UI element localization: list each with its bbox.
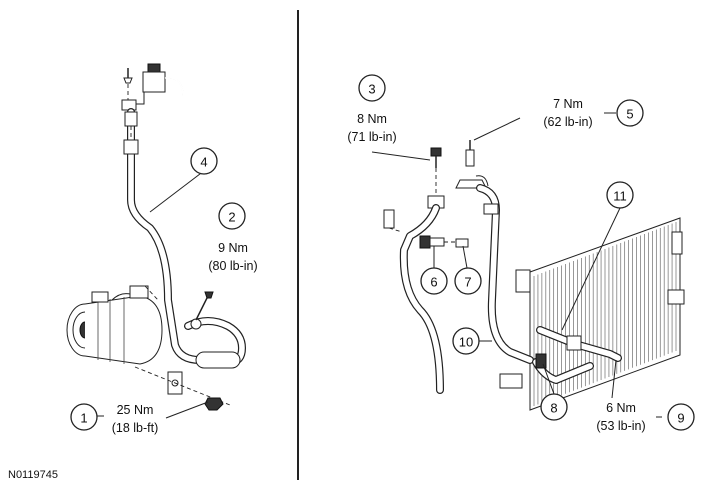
callout-2-circle bbox=[218, 202, 246, 230]
torque-9-imperial: (53 lb-in) bbox=[596, 419, 645, 433]
callout-4-circle bbox=[190, 147, 218, 175]
callout-6-circle bbox=[420, 267, 448, 295]
callout-4-number: 4 bbox=[200, 155, 207, 170]
fitting-8 bbox=[532, 353, 594, 384]
callout-11: 11 bbox=[606, 181, 634, 209]
callout-2-number: 2 bbox=[228, 210, 235, 225]
torque-2-metric: 9 Nm bbox=[218, 241, 248, 255]
torque-2-imperial: (80 lb-in) bbox=[208, 259, 257, 273]
hose-4 bbox=[123, 108, 204, 364]
compressor bbox=[66, 285, 163, 365]
right-view bbox=[383, 140, 685, 411]
left-view bbox=[66, 63, 246, 411]
callout-7: 7 bbox=[454, 267, 482, 295]
callout-3: 3 8 Nm (71 lb-in) bbox=[347, 74, 397, 144]
torque-5-imperial: (62 lb-in) bbox=[543, 115, 592, 129]
callout-10: 10 bbox=[452, 327, 480, 355]
callout-5-circle bbox=[616, 99, 644, 127]
callout-5: 5 7 Nm (62 lb-in) bbox=[543, 97, 644, 129]
callout-10-circle bbox=[452, 327, 480, 355]
torque-3-imperial: (71 lb-in) bbox=[347, 130, 396, 144]
callout-3-number: 3 bbox=[368, 82, 375, 97]
figure-id: N0119745 bbox=[8, 469, 58, 481]
callout-1-circle bbox=[70, 403, 98, 431]
seals-6-7 bbox=[419, 235, 469, 249]
torque-5-metric: 7 Nm bbox=[553, 97, 583, 111]
callout-9-circle bbox=[667, 403, 695, 431]
callout-8: 8 bbox=[540, 393, 568, 421]
upper-manifold-fitting-right bbox=[427, 140, 489, 209]
callout-8-number: 8 bbox=[550, 401, 557, 416]
torque-1-metric: 25 Nm bbox=[117, 403, 154, 417]
callout-1: 1 25 Nm (18 lb-ft) bbox=[70, 403, 159, 435]
callout-9-number: 9 bbox=[677, 411, 684, 426]
torque-1-imperial: (18 lb-ft) bbox=[112, 421, 159, 435]
muffler-assembly bbox=[184, 291, 246, 369]
callout-6-number: 6 bbox=[430, 275, 437, 290]
suction-hose bbox=[383, 204, 444, 394]
condenser bbox=[499, 217, 685, 411]
callout-3-circle bbox=[358, 74, 386, 102]
callout-1-number: 1 bbox=[80, 411, 87, 426]
callout-10-number: 10 bbox=[459, 335, 473, 350]
condenser-tube-11 bbox=[536, 326, 622, 362]
callout-8-circle bbox=[540, 393, 568, 421]
callout-11-circle bbox=[606, 181, 634, 209]
callout-5-number: 5 bbox=[626, 107, 633, 122]
callout-7-number: 7 bbox=[464, 275, 471, 290]
callout-7-circle bbox=[454, 267, 482, 295]
callout-11-number: 11 bbox=[613, 189, 627, 204]
callout-6: 6 bbox=[420, 267, 448, 295]
torque-3-metric: 8 Nm bbox=[357, 112, 387, 126]
callout-4: 4 bbox=[190, 147, 218, 175]
liquid-line-10 bbox=[476, 184, 534, 364]
mounting-bracket bbox=[134, 366, 231, 411]
upper-manifold-fitting bbox=[121, 63, 184, 111]
torque-9-metric: 6 Nm bbox=[606, 401, 636, 415]
callout-2: 2 9 Nm (80 lb-in) bbox=[208, 202, 258, 273]
callout-9: 9 6 Nm (53 lb-in) bbox=[596, 401, 695, 433]
